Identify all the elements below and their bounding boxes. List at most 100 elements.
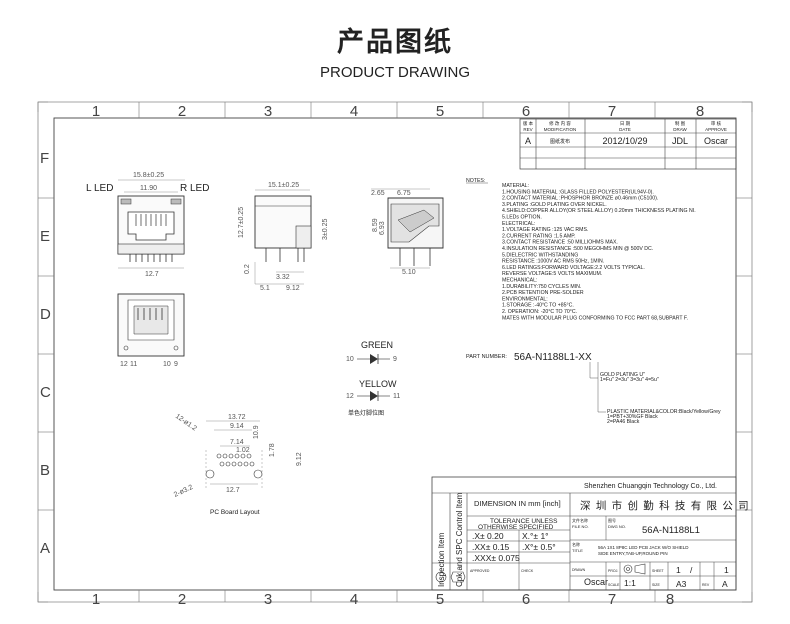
note-line: ENVIRONMENTAL:: [502, 296, 548, 302]
note-line: 1.STORAGE :-40°C TO +85°C.: [502, 303, 574, 309]
led-green-label: GREEN: [361, 340, 393, 350]
front-view: L LED R LED 15.8±0.25 11.90 12.7: [86, 172, 209, 278]
iso-view: 2.65 6.75 8.59 6.93 5.10: [371, 188, 444, 276]
tolerance-xx: .XX± 0.15: [472, 542, 510, 552]
zone-row-e: E: [40, 228, 50, 245]
drawn-by-value: Oscar: [584, 577, 608, 587]
note-line: 1.DURABILITY:750 CYCLES MIN.: [502, 284, 581, 290]
rev-row-date: 2012/10/29: [602, 136, 647, 146]
led-pin-caption: 单色灯脚位图: [348, 409, 384, 417]
pcb-dim-10: 2-ø3.2: [173, 484, 194, 499]
company-name-cn: 深 圳 市 创 勤 科 技 有 限 公 司: [580, 499, 750, 512]
rev-header-approve-cn: 审 核: [711, 120, 722, 127]
sheet-total: 1: [724, 565, 729, 575]
zone-col-5-bottom: 5: [436, 591, 444, 608]
rev-value: A: [722, 579, 728, 589]
tolerance-xxx: .XXX± 0.075: [472, 553, 520, 563]
rev-row-modification: 图纸发布: [550, 138, 570, 145]
zone-row-b: B: [40, 462, 50, 479]
led-yellow-right-pin: 11: [393, 393, 400, 400]
control-item-label: Cpk and SPC Control Item: [455, 492, 464, 587]
note-line: 1.HOUSING MATERIAL :GLASS FILLED POLYEST…: [502, 189, 654, 195]
dim-iso-e: 5.10: [402, 269, 416, 276]
zone-col-7-bottom: 7: [608, 591, 616, 608]
dim-front-base: 12.7: [145, 271, 159, 278]
rev-header-draw-en: DRAW: [673, 127, 687, 132]
note-line: 2.PCB RETENTION PRE-SOLDER: [502, 290, 584, 296]
part-number-block: PART NUMBER: 56A-N1188L1-XX GOLD PLATING…: [466, 352, 721, 425]
tolerance-deg-1: X.°± 1°: [522, 531, 549, 541]
dim-iso-d: 6.93: [379, 221, 386, 235]
zone-col-2-bottom: 2: [178, 591, 186, 608]
file-label-en: FILE NO.: [572, 524, 589, 529]
tolerance-line-1: TOLERANCE UNLESS: [490, 518, 558, 525]
plastic-material-note: PLASTIC MATERIAL&COLOR:Black/Yellow/Grey: [607, 409, 721, 415]
title-line-1: 56A 1X1 8P8C LED PCB JACK W/O SHIELD: [598, 545, 689, 550]
dim-side-e: 3±0.25: [322, 219, 329, 240]
zone-col-8: 8: [696, 103, 704, 120]
notes-block: NOTES: MATERIAL:1.HOUSING MATERIAL :GLAS…: [466, 178, 696, 321]
sheet-label: SHEET: [652, 569, 665, 573]
pcb-dim-6: 10.9: [253, 425, 260, 439]
zone-col-3-bottom: 3: [264, 591, 272, 608]
note-line: REVERSE VOLTAGE:5 VOLTS MAXIMUM.: [502, 271, 602, 277]
dim-side-b: 3.32: [276, 274, 290, 281]
note-line: MECHANICAL:: [502, 278, 537, 284]
rev-label: REV: [702, 583, 710, 587]
pcb-layout: 13.72 9.14 12-ø1.2 7.14 1.02 10.9 1.78 9…: [173, 413, 303, 516]
pcb-dim-1: 13.72: [228, 414, 246, 421]
page-title-cn: 产品图纸: [337, 27, 453, 58]
sheet-frame: [37, 101, 753, 603]
dim-side-c: 9.12: [286, 285, 300, 292]
dwg-label-cn: 图号: [608, 517, 616, 523]
led-green-left-pin: 10: [346, 356, 354, 363]
zone-col-4: 4: [350, 103, 358, 120]
pcb-dim-2: 9.14: [230, 423, 244, 430]
plastic-pa46-option: 2=PA46 Black: [607, 419, 640, 425]
part-number-value: 56A-N1188L1-XX: [514, 352, 592, 363]
proj-label: PROJ.: [608, 569, 618, 573]
diode-yellow-icon: [370, 391, 378, 401]
bottom-view: 12 11 10 9: [117, 293, 185, 368]
l-led-label: L LED: [86, 183, 113, 194]
zone-col-4-bottom: 4: [350, 591, 358, 608]
rev-header-date-en: DATE: [619, 127, 631, 132]
zone-col-3: 3: [264, 103, 272, 120]
tolerance-line-2: OTHERWISE SPECIFIED: [478, 524, 554, 531]
note-line: RESISTANCE :1000V AC RMS 50Hz, 1MIN.: [502, 259, 604, 265]
gold-plating-note: GOLD PLATING U": [600, 372, 645, 378]
dim-iso-c: 8.59: [372, 218, 379, 232]
note-line: ELECTRICAL:: [502, 221, 535, 227]
size-value: A3: [676, 579, 687, 589]
led-yellow-left-pin: 12: [346, 393, 354, 400]
pcb-dim-5: 1.02: [236, 447, 250, 454]
note-line: MATERIAL:: [502, 183, 529, 189]
zone-col-6: 6: [522, 103, 530, 120]
zone-col-6-bottom: 6: [522, 591, 530, 608]
approved-label: APPROVED: [470, 569, 490, 573]
dim-side-a: 5.1: [260, 285, 270, 292]
zone-row-c: C: [40, 384, 51, 401]
dim-side-d: 0.2: [244, 264, 251, 274]
zone-ticks: [38, 102, 752, 602]
note-line: 1.VOLTAGE RATING :125 VAC RMS.: [502, 227, 588, 233]
gold-plating-options: 1=Fu" 2=3u" 3=3u" 4=5u": [600, 377, 659, 383]
zone-row-d: D: [40, 306, 51, 323]
title-line-2: SIDE ENTRY,TAB-UP,ROUND PIN: [598, 551, 668, 556]
drawing-number: 56A-N1188L1: [642, 525, 700, 536]
title-block: Shenzhen Chuangqin Technology Co., Ltd. …: [431, 476, 750, 591]
note-line: 2. OPERATION: -20°C TO 70°C.: [502, 309, 577, 315]
pcb-dim-4: 12-ø1.2: [174, 413, 198, 433]
zone-col-8-bottom: 8: [666, 591, 674, 608]
pin-label-9: 9: [174, 361, 178, 368]
rev-row-approve: Oscar: [704, 136, 728, 146]
dim-side-height: 12.7±0.25: [238, 207, 245, 238]
pin-label-10: 10: [163, 361, 171, 368]
tolerance-x: .X± 0.20: [472, 531, 504, 541]
zone-row-f: F: [40, 150, 49, 167]
revision-table: 版 本 REV 修 改 内 容 MODIFICATION 日 期 DATE 制 …: [519, 118, 737, 170]
sheet-divider: /: [690, 565, 693, 575]
pin-label-11: 11: [130, 361, 137, 368]
note-line: 4.INSULATION RESISTANCE :500 MEGOHMS MIN…: [502, 246, 653, 252]
